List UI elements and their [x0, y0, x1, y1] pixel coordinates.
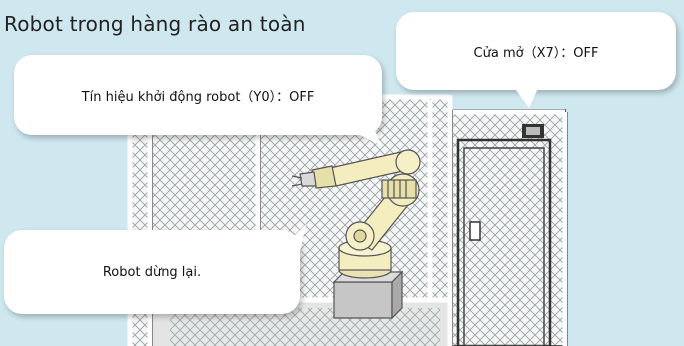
door-handle-icon: [469, 221, 481, 241]
callout-robot-state: Robot dừng lại.: [4, 230, 300, 314]
callout-door-tail: [513, 86, 539, 108]
safety-door: [456, 124, 552, 346]
callout-door-status: Cửa mở（X7）：OFF: [396, 12, 676, 90]
callout-robot-state-tail: [258, 224, 306, 262]
callout-start-signal-tail: [330, 120, 382, 146]
callout-robot-state-text: Robot dừng lại.: [102, 264, 202, 280]
robot-arm: [291, 149, 421, 320]
callout-start-signal: Tín hiệu khởi động robot（Y0）：OFF: [14, 55, 382, 135]
page-title: Robot trong hàng rào an toàn: [4, 12, 306, 36]
callout-start-signal-text: Tín hiệu khởi động robot（Y0）：OFF: [81, 89, 315, 105]
callout-door-text: Cửa mở（X7）：OFF: [473, 45, 599, 61]
